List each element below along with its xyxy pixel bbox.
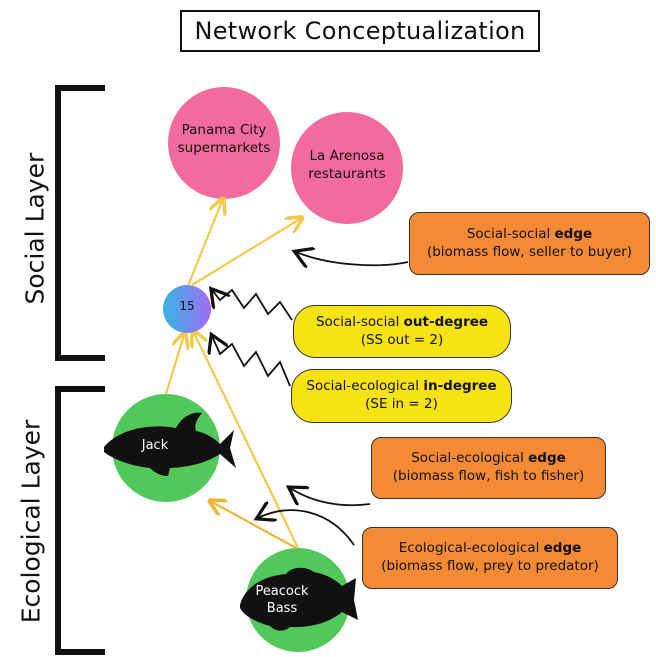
ecological-layer-label: Ecological Layer xyxy=(16,419,46,624)
restaurants-node xyxy=(291,112,403,224)
arrow-ss-edge xyxy=(296,252,409,265)
social-layer-label: Social Layer xyxy=(20,152,50,305)
jack-label: Jack xyxy=(141,438,169,453)
edge-bass-jack xyxy=(212,502,297,549)
ee-edge-callout: Ecological-ecological edge (biomass flow… xyxy=(362,527,618,589)
se-indegree-callout: Social-ecological in-degree (SE in = 2) xyxy=(291,369,512,423)
arrow-ss-outdegree xyxy=(212,290,293,321)
edge-bass-fisher xyxy=(194,333,299,549)
supermarkets-node xyxy=(168,87,280,199)
ecological-layer-bracket xyxy=(55,386,105,655)
restaurants-label: La Arenosa restaurants xyxy=(308,148,386,182)
social-layer-bracket xyxy=(55,85,105,361)
arrow-ee-edge xyxy=(258,510,355,546)
peacock-bass-fish-icon xyxy=(240,567,358,631)
edge-fisher-restaurants xyxy=(191,219,300,286)
fisher-label: 15 xyxy=(179,299,195,313)
jack-fish-icon xyxy=(104,412,236,476)
peacock-bass-label: Peacock Bass xyxy=(255,584,309,616)
se-edge-callout: Social-ecological edge (biomass flow, fi… xyxy=(371,437,606,499)
fisher-node xyxy=(163,285,211,333)
edge-jack-fisher xyxy=(164,335,184,395)
supermarkets-label: Panama City supermarkets xyxy=(177,122,271,156)
pointer-arrows xyxy=(212,252,409,546)
arrow-se-edge xyxy=(290,488,371,507)
edges xyxy=(164,201,300,549)
diagram-title: Network Conceptualization xyxy=(180,10,540,52)
edge-fisher-supermarkets xyxy=(186,201,222,287)
arrow-se-indegree xyxy=(212,336,291,387)
ss-edge-callout: Social-social edge (biomass flow, seller… xyxy=(409,212,650,275)
ss-outdegree-callout: Social-social out-degree (SS out = 2) xyxy=(293,305,511,358)
